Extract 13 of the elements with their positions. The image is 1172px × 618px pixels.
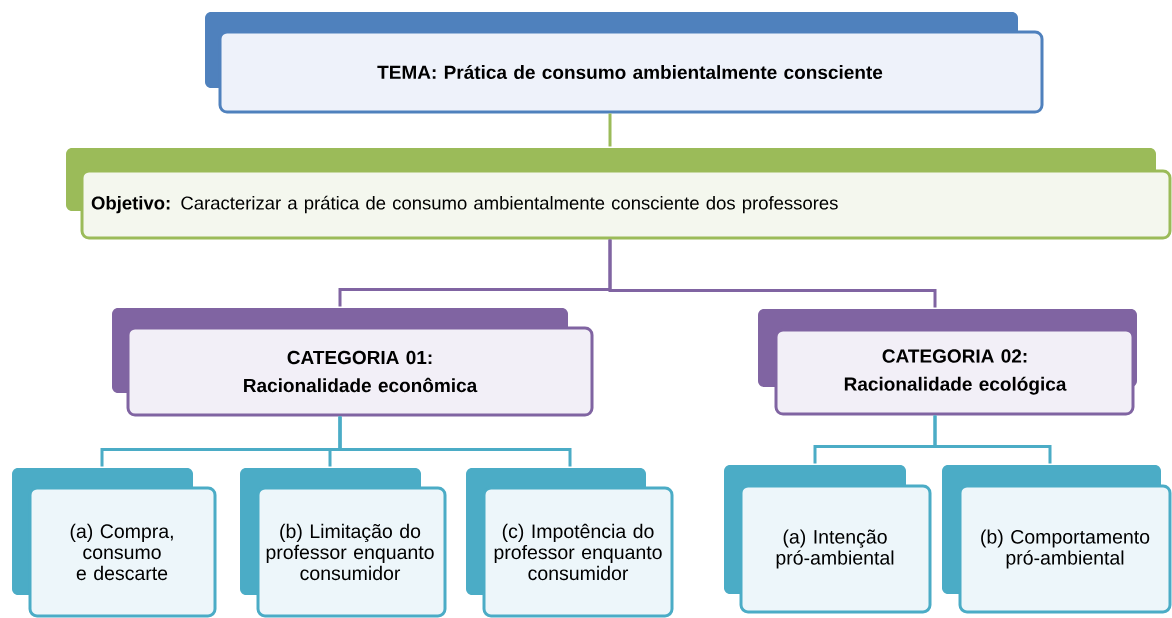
category-box: CATEGORIA 01: Racionalidade econômica — [112, 308, 594, 417]
subcategory-box: (b) Comportamento pró-ambiental — [942, 465, 1172, 614]
theme-box: TEMA: Prática de consumo ambientalmente consciente — [205, 12, 1044, 114]
connector-line — [608, 113, 612, 147]
connector-line — [933, 415, 1052, 464]
objective-box: Objetivo: Caracterizar a prática de consumo ambientalmente consciente dos professores — [66, 148, 1172, 240]
subcategory-box: (b) Limitação do professor enquanto consumidor — [240, 468, 447, 618]
connector-line — [338, 416, 572, 467]
subcategory-box: (a) Compra, consumo e descarte — [12, 468, 217, 618]
connector-line — [608, 239, 937, 308]
category-box: CATEGORIA 02: Racionalidade ecológica — [758, 309, 1137, 416]
subcategory-box: (a) Intenção pró-ambiental — [724, 465, 932, 614]
subcategory-box: (c) Impotência do professor enquanto consumidor — [466, 468, 674, 618]
